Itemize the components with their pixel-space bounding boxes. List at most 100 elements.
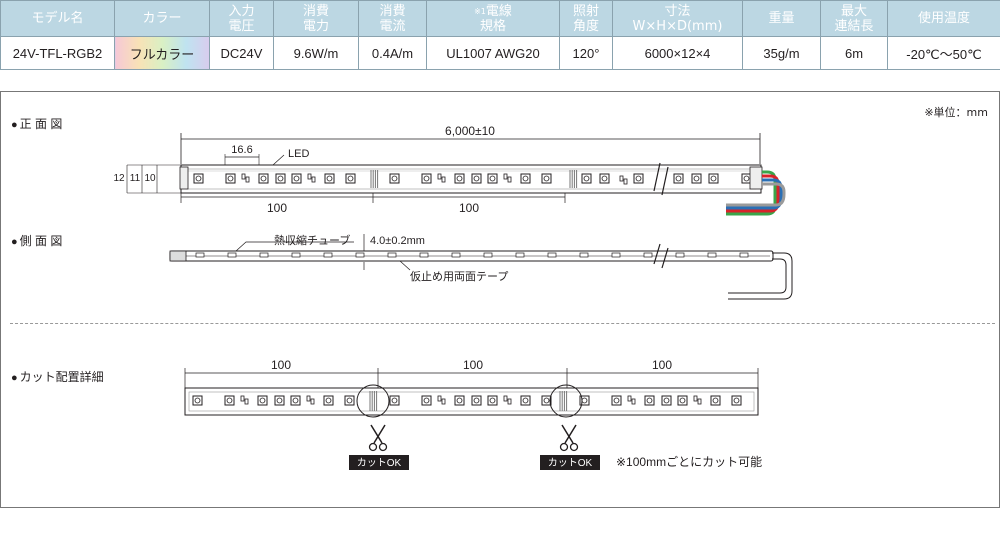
led-chip (541, 173, 552, 184)
led-lens (346, 397, 353, 404)
scissors-blade (564, 424, 577, 444)
led-lens (543, 397, 550, 404)
side-wire-outer (728, 252, 793, 300)
cut-ok-badge-2 (540, 455, 600, 470)
led-lens (679, 397, 686, 404)
led-lens (712, 397, 719, 404)
led-chip (193, 173, 204, 184)
spec-cell-9: 6m (820, 36, 888, 70)
led-chip (691, 173, 702, 184)
spec-cell-7: 6000×12×4 (612, 36, 743, 70)
thickness-label: 4.0±0.2mm (370, 235, 425, 247)
spec-cell-0: 24V-TFL-RGB2 (0, 36, 115, 70)
pitch-label: 16.6 (231, 144, 252, 156)
led-lens (276, 397, 283, 404)
led-chip (454, 395, 465, 406)
led-chip (257, 395, 268, 406)
side-led-profile (387, 252, 397, 258)
wire-3 (726, 182, 786, 207)
led-lens (227, 175, 234, 182)
tape-label: 仮止め用両面テープ (410, 270, 508, 283)
cut-detail-title: カット配置詳細 (19, 370, 104, 384)
spec-header-line: 電力 (302, 18, 329, 34)
led-chip (661, 395, 672, 406)
resistor (310, 398, 315, 405)
led-chip (225, 173, 236, 184)
side-led-profile (195, 252, 205, 258)
spec-header-line: 電流 (379, 18, 406, 34)
bullet-icon: ● (11, 236, 18, 248)
heat-shrink-tube (169, 250, 187, 262)
led-lens (543, 175, 550, 182)
scissors-handle (559, 442, 569, 452)
side-led-profile (675, 252, 685, 258)
resistor (697, 398, 702, 405)
led-label: LED (288, 148, 309, 160)
led-chip (345, 173, 356, 184)
led-chip (541, 395, 552, 406)
led-lens (489, 397, 496, 404)
spec-header-line: 電線 (485, 3, 512, 19)
led-lens (473, 175, 480, 182)
led-lens (326, 175, 333, 182)
led-chip (677, 395, 688, 406)
resistor (240, 395, 245, 402)
led-chip (324, 173, 335, 184)
side-led-profile (483, 252, 493, 258)
side-view-title: 側 面 図 (19, 234, 63, 248)
wire-0 (726, 170, 777, 216)
led-chip (520, 395, 531, 406)
led-lens (260, 175, 267, 182)
spec-header-note: ※1 (474, 6, 486, 16)
cut-segment-label-1: 100 (271, 358, 291, 372)
resistor (244, 398, 249, 405)
cut-strip-inner (188, 391, 755, 412)
resistor (503, 395, 508, 402)
spec-header-line: 入力 (228, 3, 255, 19)
spec-header-line: 最大 (840, 3, 867, 19)
led-lens (663, 397, 670, 404)
resistor (627, 395, 632, 402)
scissors-blade (370, 424, 383, 444)
cut-segment-label-3: 100 (652, 358, 672, 372)
side-led-profile (547, 252, 557, 258)
cut-detail-label: ●カット配置詳細 (11, 368, 104, 385)
scissors-handle (378, 442, 388, 452)
led-chip (389, 395, 400, 406)
side-led-profile (259, 252, 269, 258)
side-led-profile (739, 252, 749, 258)
segment-label-2: 100 (459, 201, 479, 215)
led-chip (421, 395, 432, 406)
led-lens (347, 175, 354, 182)
spec-header-0: モデル名 (0, 0, 115, 37)
side-led-profile (291, 252, 301, 258)
led-lens (277, 175, 284, 182)
spec-header-line: 重量 (768, 11, 795, 26)
total-length-label: 6,000±10 (445, 124, 495, 138)
led-lens (456, 397, 463, 404)
led-lens (259, 397, 266, 404)
resistor (507, 398, 512, 405)
led-lens (423, 397, 430, 404)
bullet-icon: ● (11, 119, 18, 131)
front-view-label: ●正 面 図 (11, 115, 62, 132)
side-led-profile (323, 252, 333, 258)
spec-cell-10: -20℃〜50℃ (887, 36, 1000, 70)
spec-header-line: 消費 (302, 3, 329, 19)
scissors-handle (569, 442, 579, 452)
led-chip (471, 173, 482, 184)
led-lens (601, 175, 608, 182)
tape-leader-line (399, 260, 411, 271)
resistor (307, 173, 312, 180)
side-wire-inner (728, 258, 787, 294)
resistor (311, 176, 316, 183)
resistor (631, 398, 636, 405)
resistor (441, 398, 446, 405)
led-lens (635, 175, 642, 182)
led-chip (274, 395, 285, 406)
led-lens (693, 175, 700, 182)
spec-cell-8: 35g/m (742, 36, 821, 70)
